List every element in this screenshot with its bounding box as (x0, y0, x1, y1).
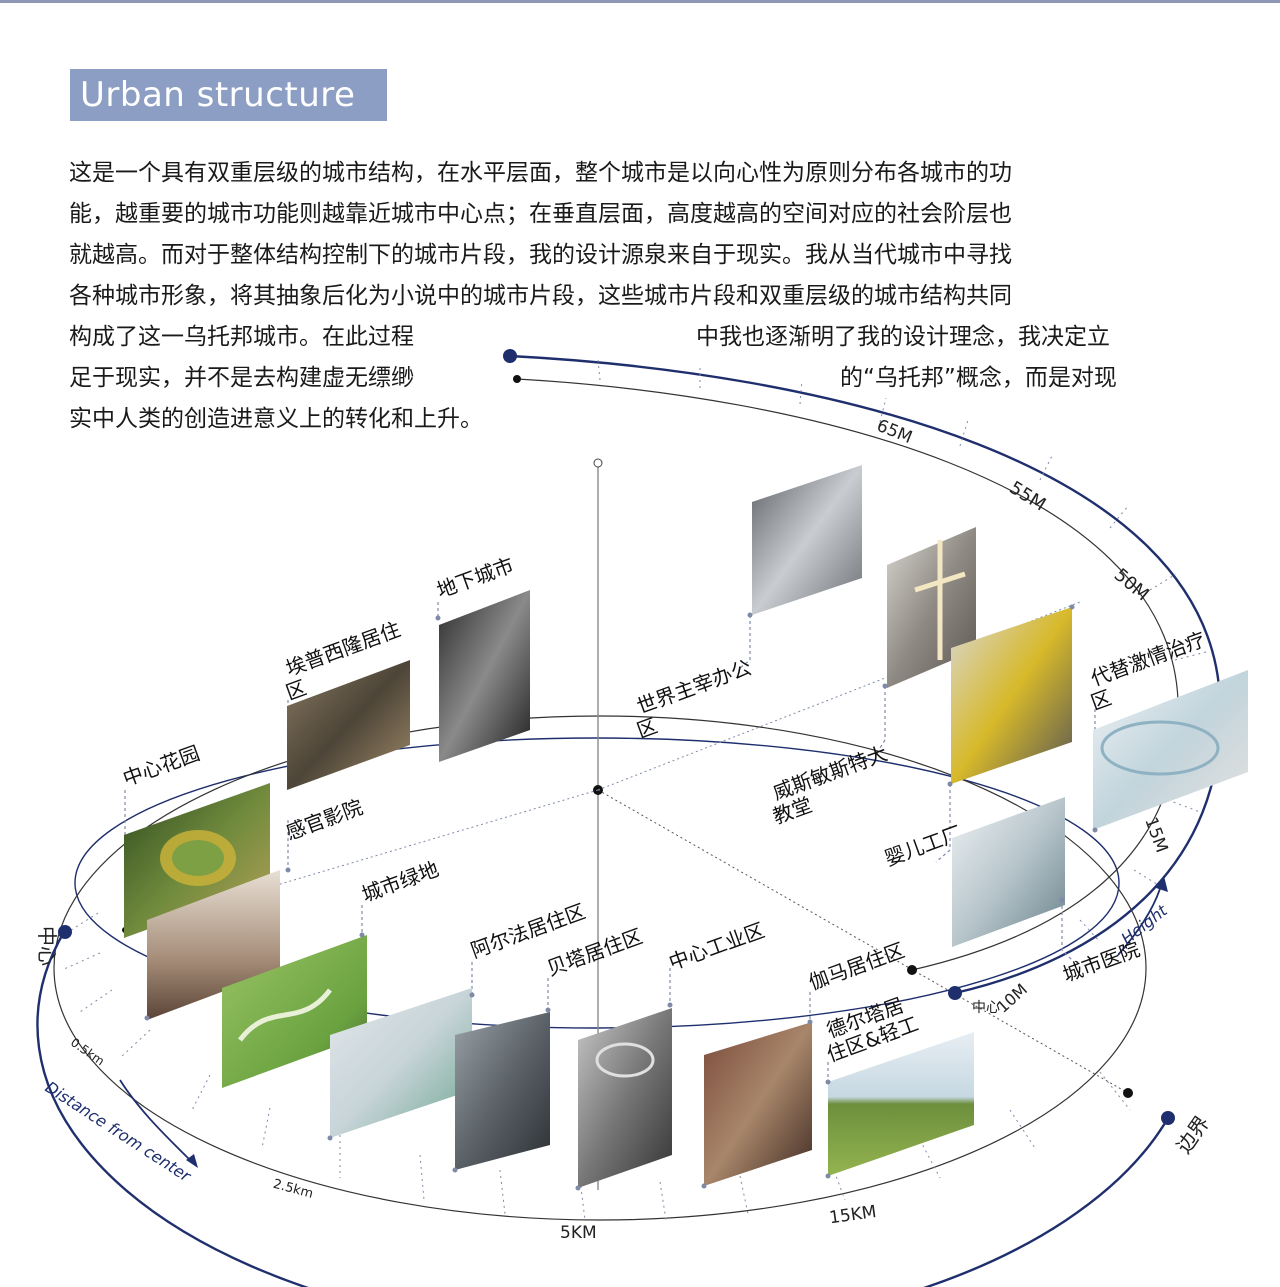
height-top-dot (503, 349, 517, 363)
church-cross-horizontal (914, 571, 966, 593)
ground-ellipse-middle (53, 715, 1147, 1221)
label-world-controller-office-line1: 世界主宰办公 (634, 655, 755, 719)
label-gamma-residential: 伽马居住区 (806, 938, 908, 995)
height-origin-dot (948, 986, 962, 1000)
image-alpha-residential (330, 988, 472, 1138)
ground-ellipse-inner (74, 737, 1120, 1029)
image-coaster-panel (951, 607, 1072, 784)
height-spokes (597, 359, 1214, 943)
image-panels (124, 465, 1248, 1188)
ground-spokes (61, 912, 1131, 1221)
image-baby-factory (952, 797, 1065, 947)
intro-line: 实中人类的创造进意义上的转化和上升。 (69, 406, 483, 432)
tick-label-15km: 15KM (828, 1202, 878, 1228)
image-world-controller-office (752, 465, 862, 615)
image-underground-city (439, 590, 530, 762)
intro-line: 各种城市形象，将其抽象后化为小说中的城市片段，这些城市片段和双重层级的城市结构共… (69, 283, 1012, 309)
height-tick-50m: 50M (1110, 565, 1153, 606)
intro-line: 就越高。而对于整体结构控制下的城市片段，我的设计源泉来自于现实。我从当代城市中寻… (69, 242, 1012, 268)
garden-lawn (172, 840, 224, 876)
distance-axis-title: Distance from center (42, 1077, 195, 1186)
height-arc-outer (509, 354, 1222, 995)
image-passion-therapy (1093, 670, 1248, 830)
intro-line-right: 的“乌托邦”概念，而是对现 (840, 365, 1117, 391)
intro-line-split: 构成了这一乌托邦城市。在此过程 中我也逐渐明了我的设计理念，我决定立 (69, 317, 1209, 358)
image-delta-residential (828, 1032, 974, 1176)
top-rule (0, 0, 1280, 3)
distance-arrowhead (186, 1154, 198, 1168)
center-point-label: 中心 (35, 926, 59, 966)
intro-line: 能，越重要的城市功能则越靠近城市中心点；在垂直层面，高度越高的空间对应的社会阶层… (69, 201, 1012, 227)
label-beta-residential: 贝塔居住区 (544, 924, 646, 981)
height-origin-inner-dot (907, 965, 917, 975)
image-gamma-residential (704, 1022, 812, 1186)
label-urban-green: 城市绿地 (359, 857, 442, 907)
intro-line-right: 中我也逐渐明了我的设计理念，我决定立 (696, 324, 1110, 350)
label-city-hospital: 城市医院 (1060, 937, 1143, 987)
section-title: Urban structure (70, 69, 387, 121)
image-beta-residential (455, 1012, 550, 1170)
green-path (238, 988, 332, 1042)
height-origin-label: 中心 (972, 1000, 1000, 1016)
diagonal-radius (597, 789, 1129, 1094)
intro-line-left: 构成了这一乌托邦城市。在此过程 (69, 324, 414, 350)
boundary-point-label: 边界 (1172, 1111, 1215, 1158)
label-westminster-abbey-line1: 威斯敏斯特大 (770, 741, 891, 805)
intro-line-split: 足于现实，并不是去构建虚无缥缈 的“乌托邦”概念，而是对现 (69, 358, 1209, 399)
intro-line-left: 足于现实，并不是去构建虚无缥缈 (69, 365, 414, 391)
leader-dots (144, 604, 1098, 1191)
ground-distance-arc (36, 931, 1170, 1287)
label-passion-therapy-line2: 区 (1088, 685, 1115, 714)
height-top-inner-dot (513, 375, 521, 383)
intro-line: 这是一个具有双重层级的城市结构，在水平层面，整个城市是以向心性为原则分布各城市的… (69, 160, 1012, 186)
axis-top-node (593, 458, 603, 468)
label-passion-therapy-line1: 代替激情治疗 (1088, 627, 1209, 691)
industrial-ring (595, 1042, 655, 1078)
label-underground-city: 地下城市 (434, 553, 517, 603)
distance-arrow (119, 1079, 193, 1163)
boundary-point-dot (1161, 1111, 1175, 1125)
therapy-capsule (1100, 720, 1220, 776)
height-arc-inner (516, 378, 1179, 971)
tick-label-5km: 5KM (560, 1223, 597, 1243)
height-tick-55m: 55M (1006, 477, 1050, 515)
label-central-industrial: 中心工业区 (666, 918, 768, 975)
tick-label-0-5km: 0.5km (68, 1035, 107, 1068)
label-sensory-cinema: 感官影院 (283, 795, 366, 845)
label-central-garden: 中心花园 (120, 741, 203, 791)
height-arrowhead (1156, 876, 1168, 892)
center-point-dot (58, 925, 72, 939)
image-epsilon-residential (287, 660, 410, 790)
boundary-inner-dot (1123, 1088, 1133, 1098)
intro-paragraph: 这是一个具有双重层级的城市结构，在水平层面，整个城市是以向心性为原则分布各城市的… (69, 153, 1209, 440)
image-central-industrial (578, 1008, 672, 1188)
